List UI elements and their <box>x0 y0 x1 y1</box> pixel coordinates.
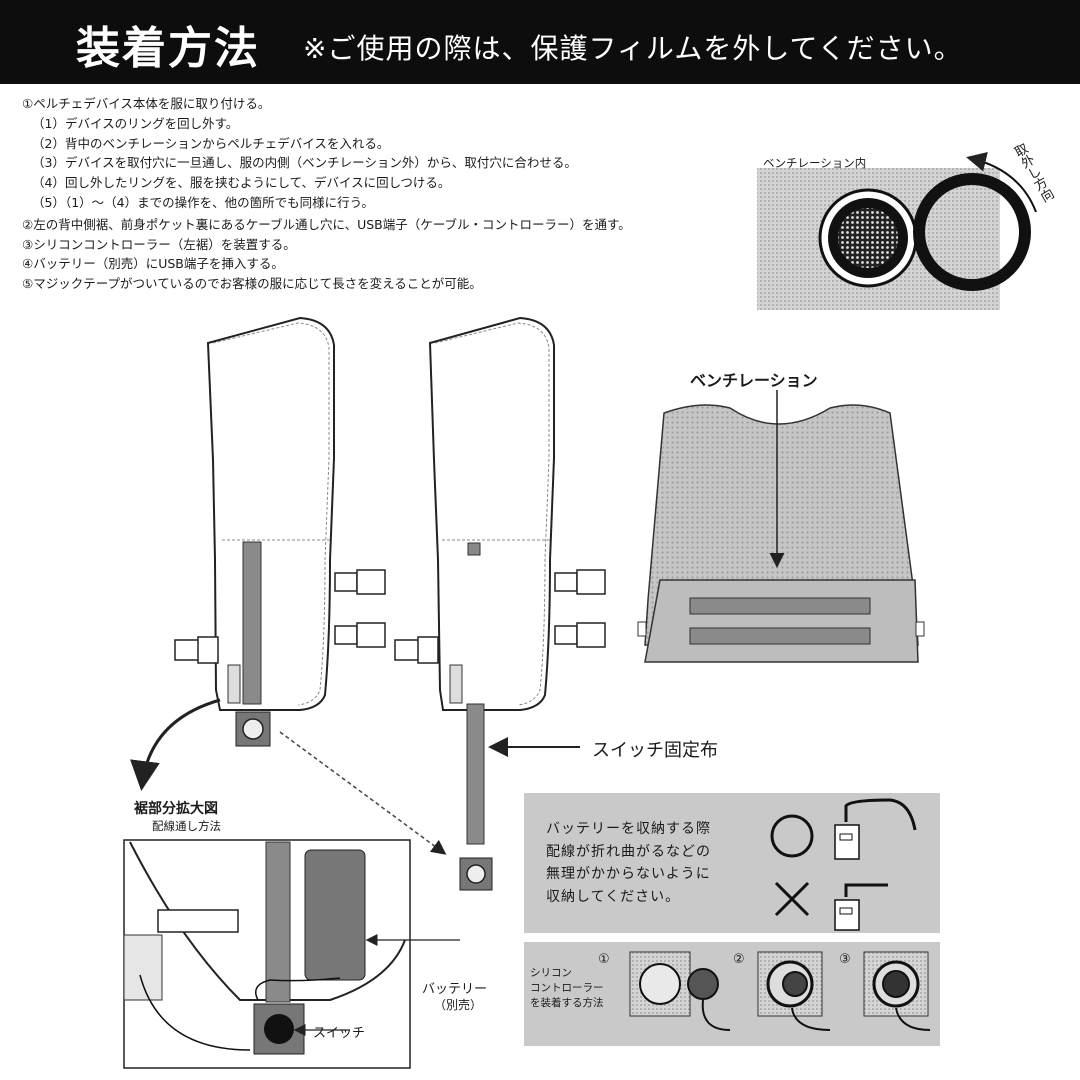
device-grille-icon <box>838 208 898 268</box>
detail-curved-arrow-icon <box>130 698 221 791</box>
instruction-step-2: ②左の背中側裾、前身ポケット裏にあるケーブル通し穴に、USB端子（ケーブル・コン… <box>22 216 631 232</box>
note-line: 配線が折れ曲がるなどの <box>546 843 711 860</box>
removal-direction-arrow-icon <box>966 152 1037 213</box>
vest-front-left-illustration <box>174 316 386 747</box>
dashed-arrow-icon <box>279 731 447 855</box>
instruction-substep: （3）デバイスを取付穴に一旦通し、服の内側（ベンチレーション外）から、取付穴に合… <box>32 155 577 171</box>
note-line: 無理がかからないように <box>546 866 711 882</box>
vest-back-illustration <box>637 390 925 663</box>
instruction-step-4: ④バッテリー（別売）にUSB端子を挿入する。 <box>22 256 284 272</box>
controller-install-label: シリコン コントローラー を装着する方法 <box>530 967 604 1009</box>
note-line: バッテリーを収納する際 <box>546 821 711 837</box>
ok-circle-icon <box>770 814 814 858</box>
ventilation-label: ベンチレーション <box>690 371 818 390</box>
step-number-3: ③ <box>839 952 851 967</box>
instruction-substep: （1）デバイスのリングを回し外す。 <box>32 115 239 131</box>
switch-label: スイッチ <box>313 1026 366 1041</box>
step-number-2: ② <box>733 952 745 967</box>
battery-label: バッテリー <box>422 982 488 997</box>
buckle-icon <box>394 569 606 664</box>
cable-strap <box>242 541 262 705</box>
detail-title: 裾部分拡大図 <box>134 801 218 817</box>
device-diagram <box>757 152 1037 310</box>
switch-cloth-label: スイッチ固定布 <box>592 740 718 761</box>
instruction-list: ①ペルチェデバイス本体を服に取り付ける。 （1）デバイスのリングを回し外す。 （… <box>22 94 782 294</box>
battery-icon <box>304 849 366 981</box>
film-removal-note: ※ご使用の際は、保護フィルムを外してください。 <box>303 32 963 65</box>
instruction-substep: （2）背中のベンチレーションからペルチェデバイスを入れる。 <box>32 135 390 151</box>
note-line: 収納してください。 <box>546 888 681 905</box>
controller-step1-icon <box>639 963 681 1005</box>
instruction-substep: （4）回し外したリングを、服を挟むようにして、デバイスに回しつける。 <box>32 175 451 191</box>
instruction-substep: （5）（1）〜（4）までの操作を、他の箇所でも同様に行う。 <box>32 194 374 210</box>
step-number-1: ① <box>598 952 610 967</box>
vest-front-right-illustration <box>394 316 606 891</box>
instruction-step-3: ③シリコンコントローラー（左裾）を装置する。 <box>22 236 296 252</box>
usb-plug-ok-icon <box>834 824 860 860</box>
instruction-step-1: ①ペルチェデバイス本体を服に取り付ける。 <box>22 96 271 111</box>
usb-plug-ng-icon <box>834 899 860 931</box>
cable-strap <box>265 841 291 1003</box>
buckle-icon <box>174 569 386 664</box>
page-title: 装着方法 <box>76 23 260 74</box>
hem-detail-view <box>123 839 460 1069</box>
header-bar: 装着方法 ※ご使用の際は、保護フィルムを外してください。 <box>0 0 1080 84</box>
instruction-step-5: ⑤マジックテープがついているのでお客様の服に応じて長さを変えることが可能。 <box>22 276 482 292</box>
battery-storage-note: バッテリーを収納する際 配線が折れ曲がるなどの 無理がかからないように 収納して… <box>524 793 940 933</box>
detail-subtitle: 配線通し方法 <box>152 819 221 833</box>
battery-note: （別売） <box>434 998 483 1012</box>
device-ring-icon <box>913 173 1031 291</box>
ng-cross-icon <box>774 881 810 917</box>
ventilation-inside-label: ベンチレーション内 <box>763 156 867 170</box>
switch-fixing-cloth <box>466 703 485 845</box>
switch-icon <box>235 711 271 747</box>
